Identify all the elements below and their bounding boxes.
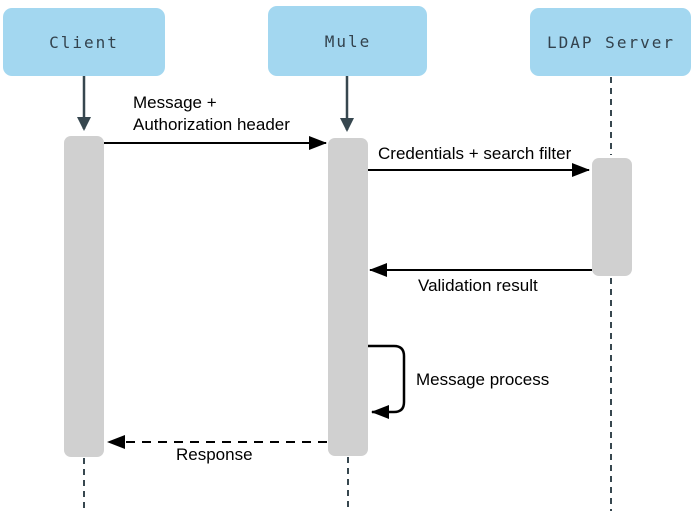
message-label-message-process: Message process (416, 370, 549, 389)
participant-ldap-server: LDAP Server (530, 8, 691, 76)
participant-box-client (3, 8, 165, 76)
message-label-line2: Authorization header (133, 115, 290, 134)
participant-label-ldap-server: LDAP Server (547, 33, 675, 52)
participant-mule: Mule (268, 6, 427, 76)
participant-client: Client (3, 8, 165, 76)
message-arrow-self-loop (368, 344, 406, 419)
activation-bar-mule (328, 138, 368, 456)
activation-bar-client (64, 136, 104, 457)
participant-box-ldap-server (530, 8, 691, 76)
activation-bar-ldap (592, 158, 632, 276)
message-label-validation: Validation result (418, 276, 538, 295)
message-label-line1: Message + (133, 93, 217, 112)
participant-label-mule: Mule (325, 32, 372, 51)
participant-box-mule (268, 6, 427, 76)
message-label-response: Response (176, 445, 253, 464)
message-label-credentials: Credentials + search filter (378, 144, 572, 163)
participant-label-client: Client (49, 33, 119, 52)
